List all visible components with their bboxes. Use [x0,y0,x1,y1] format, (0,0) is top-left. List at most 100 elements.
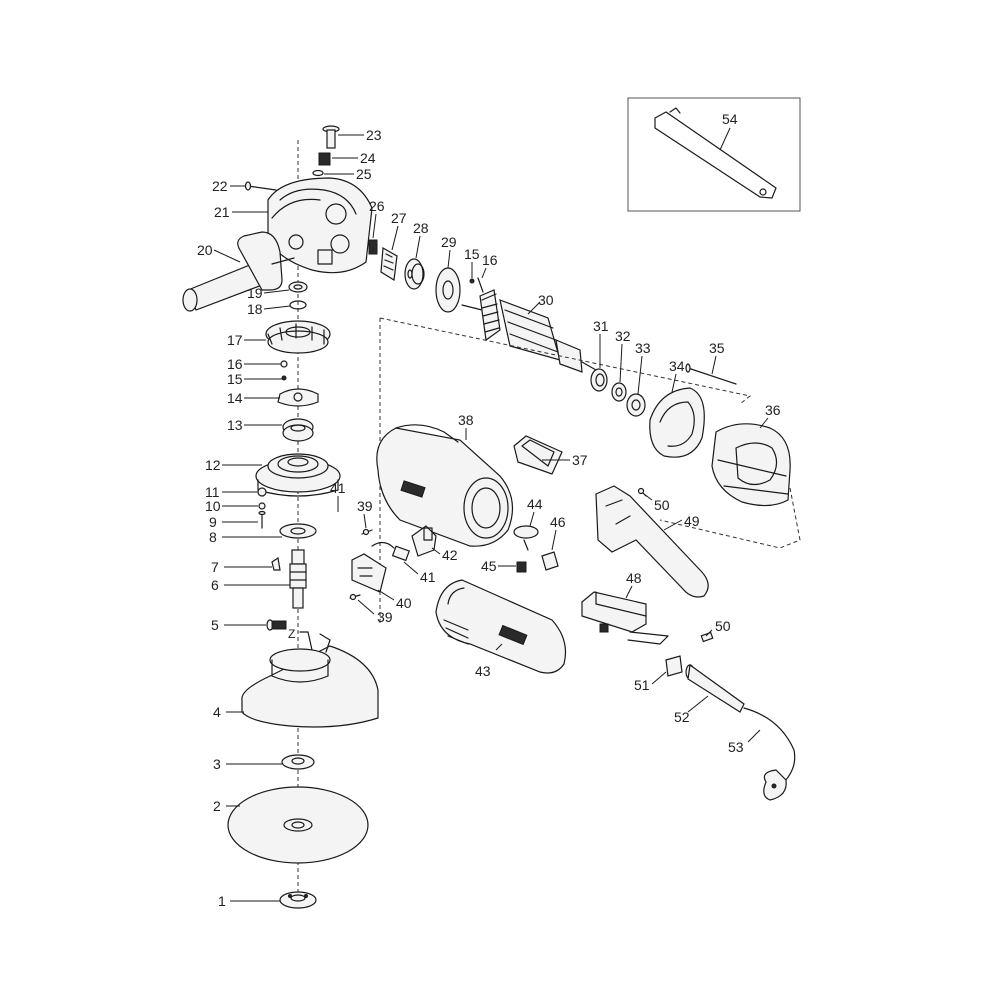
part-7-key [271,556,281,571]
part-16-screw-lower [280,360,288,368]
label-part-1: 1 [218,893,226,909]
label-part-51: 51 [634,677,650,693]
part-26-nut [368,239,378,255]
label-part-50-lower: 50 [715,618,731,634]
label-part-25: 25 [356,166,372,182]
label-part-8: 8 [209,529,217,545]
part-22-screw [244,181,277,191]
part-37-cover-plate [513,435,563,475]
part-36-stator [711,423,791,507]
part-24-spring [318,152,331,166]
part-38-motor-housing [376,424,514,547]
label-part-49: 49 [684,513,700,529]
part-4-wheel-guard: Z [241,627,379,728]
label-part-16-lower: 16 [227,356,243,372]
part-51-cord-clamp [665,655,683,677]
label-part-32: 32 [615,328,631,344]
label-part-22: 22 [212,178,228,194]
label-part-44: 44 [527,496,543,512]
label-part-20: 20 [197,242,213,258]
part-15-washer-lower [281,375,287,381]
label-part-14: 14 [227,390,243,406]
part-39-screw-lower [349,593,361,601]
part-16-screw-upper [477,277,484,293]
label-part-53: 53 [728,739,744,755]
part-28-bearing [404,258,425,290]
part-17-bevel-gear [265,320,331,354]
label-part-34: 34 [669,358,685,374]
label-part-6: 6 [211,577,219,593]
part-21-gear-housing [267,177,373,274]
label-part-3: 3 [213,756,221,772]
part-18-ring [289,300,307,310]
label-part-23: 23 [366,127,382,143]
label-part-12: 12 [205,457,221,473]
label-part-54: 54 [722,111,738,127]
label-part-37: 37 [572,452,588,468]
label-part-4: 4 [213,704,221,720]
label-part-10: 10 [205,498,221,514]
label-part-50-upper: 50 [654,497,670,513]
part-43-rear-housing [435,579,567,674]
label-part-35: 35 [709,340,725,356]
part-46-carbon-brush [541,551,559,571]
label-part-52: 52 [674,709,690,725]
part-3-inner-flange [281,754,315,770]
label-part-26: 26 [369,198,385,214]
label-part-11: 11 [205,484,220,500]
label-part-21: 21 [214,204,230,220]
part-13-bearing [282,418,314,442]
label-part-7: 7 [211,559,219,575]
label-part-43: 43 [475,663,491,679]
label-part-5: 5 [211,617,219,633]
label-part-18: 18 [247,301,263,317]
label-part-33: 33 [635,340,651,356]
label-part-16-upper: 16 [482,252,498,268]
label-part-2: 2 [213,798,221,814]
part-5-screw [266,619,287,631]
label-part-9: 9 [209,514,217,530]
part-15-washer-upper [469,278,475,284]
part-10-washer [258,502,266,510]
part-33-bearing [626,393,646,417]
part-2-grinding-disc [227,786,369,864]
part-30-armature [461,289,597,373]
part-53-power-cord [743,707,796,801]
label-part-39-lower: 39 [377,609,393,625]
part-23-screw [322,125,340,149]
label-part-28: 28 [413,220,429,236]
wrench-inset-frame [627,97,801,212]
part-32-bearing-sleeve [611,382,627,402]
label-part-41-lower: 41 [420,569,436,585]
part-25-washer [312,169,324,177]
part-41-brush [371,541,410,562]
label-part-31: 31 [593,318,609,334]
label-part-19: 19 [247,285,263,301]
part-9-screw [258,510,266,529]
assembly-guide-2 [379,317,752,405]
part-44-spring-plate [513,525,539,551]
part-1-flange-nut [279,891,317,909]
label-part-46: 46 [550,514,566,530]
label-part-40: 40 [396,595,412,611]
assembly-guide-3 [659,487,801,549]
part-14-retainer-plate [277,388,319,407]
label-part-42: 42 [442,547,458,563]
part-45-spring [516,561,527,573]
part-42-brush-holder [411,525,437,557]
part-31-bearing [590,368,608,392]
label-part-15-upper: 15 [464,246,480,262]
part-6-spindle [289,549,307,609]
part-19-bearing [288,281,308,293]
part-50-screw-lower [700,631,714,643]
part-39-screw-upper [361,528,373,536]
part-34-baffle-plate [649,387,705,458]
label-part-45: 45 [481,558,497,574]
label-part-27: 27 [391,210,407,226]
part-8-washer [279,523,317,539]
part-35-long-screw [685,363,737,385]
part-20-side-handle [182,231,295,312]
label-part-48: 48 [626,570,642,586]
label-part-13: 13 [227,417,243,433]
